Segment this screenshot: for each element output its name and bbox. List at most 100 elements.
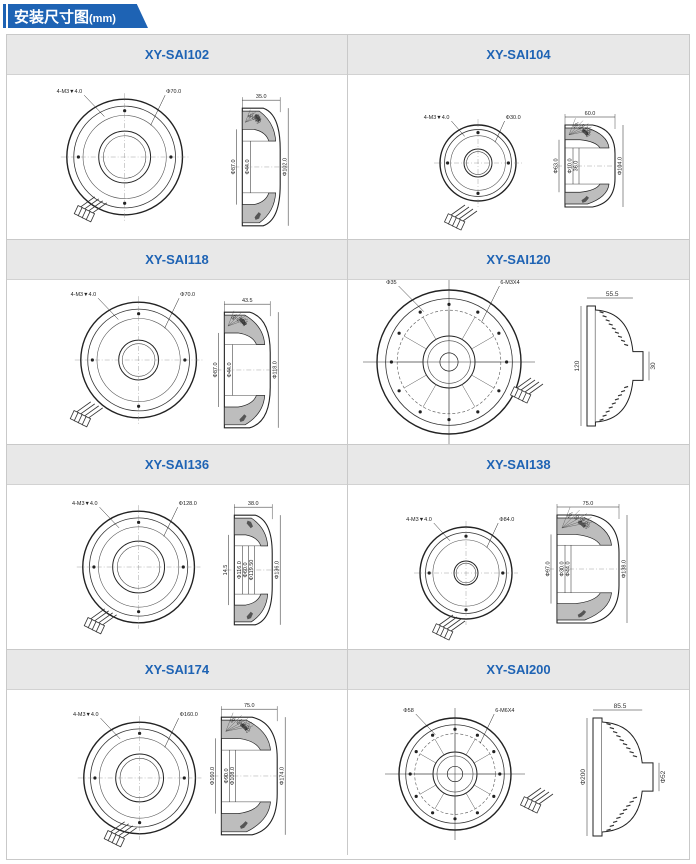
model-name: XY-SAI118 — [7, 240, 347, 280]
dimension-label: Φ160.0 — [210, 767, 216, 785]
callout-label: Φ128.0 — [179, 501, 197, 507]
mounting-hole — [414, 794, 418, 798]
angle-label: 30° — [255, 117, 264, 125]
dimension-label: Φ138.0 — [622, 560, 628, 578]
callout-label: Φ58 — [403, 708, 414, 714]
dimension-label: Φ136.0 — [275, 561, 281, 579]
dimension-label: 36.0 — [574, 161, 580, 172]
heading-banner — [8, 4, 148, 28]
callout-label: Φ35 — [386, 280, 397, 286]
dimension-label: 120 — [574, 360, 581, 371]
dimension-label: Φ10.0 — [568, 158, 574, 173]
angle-label: 30° — [584, 128, 593, 136]
callout-label: 4-M3▼4.0 — [57, 89, 82, 95]
model-name: XY-SAI200 — [348, 650, 689, 690]
angle-label: 60° — [236, 718, 245, 726]
front-view: 4-M3▼4.0 Φ70.0 — [57, 89, 189, 221]
mounting-hole — [183, 358, 187, 362]
section-heading: 安装尺寸图(mm) — [0, 0, 158, 32]
model-name: XY-SAI102 — [7, 35, 347, 75]
mounting-hole — [137, 404, 141, 408]
dimension-label: Φ174.0 — [280, 767, 286, 785]
dimension-label: Φ44.0 — [245, 159, 251, 174]
dimension-label: Φ87.0 — [213, 362, 219, 377]
dimension-label: Φ119.50 — [249, 560, 255, 581]
dimension-label: Φ108.0 — [230, 767, 236, 785]
angle-label: 90° — [572, 121, 581, 129]
unit-label: (mm) — [89, 13, 116, 25]
mounting-hole — [492, 750, 496, 754]
cable-connector — [509, 377, 544, 404]
cable-connector — [431, 614, 466, 641]
dimension-label: Φ102.0 — [283, 158, 289, 176]
dimension-label: Φ200 — [580, 769, 587, 785]
mounting-hole — [464, 608, 468, 612]
angle-label: 60° — [578, 123, 587, 131]
heading-accent-bar — [3, 4, 6, 28]
mounting-hole — [475, 811, 479, 815]
mounting-hole — [123, 109, 127, 113]
cable-connector — [443, 204, 478, 231]
mounting-hole — [431, 811, 435, 815]
dimension-label: 60.0 — [585, 111, 596, 117]
dimension-label: Φ87.0 — [231, 159, 237, 174]
front-view: Φ35 6-M3X4 — [363, 280, 535, 444]
mounting-hole — [414, 750, 418, 754]
mounting-hole — [169, 155, 173, 159]
callout-label: Φ160.0 — [180, 712, 198, 718]
mounting-hole — [397, 331, 401, 335]
dimension-label: Φ63.0 — [554, 158, 560, 173]
mounting-hole — [497, 389, 501, 393]
mounting-hole — [476, 191, 480, 195]
mounting-hole — [464, 534, 468, 538]
model-name: XY-SAI136 — [7, 445, 347, 485]
callout-label: Φ70.0 — [180, 292, 195, 298]
mounting-hole — [497, 331, 501, 335]
dimension-label: Φ90.0 — [224, 768, 230, 783]
mounting-hole — [397, 389, 401, 393]
mounting-hole — [476, 131, 480, 135]
mounting-hole — [492, 794, 496, 798]
angle-label: 30° — [243, 723, 252, 731]
dimension-label: Φ30.0 — [560, 561, 566, 576]
callout-label: 4-M3▼4.0 — [424, 115, 450, 121]
mounting-hole — [505, 360, 509, 364]
angle-label: 90° — [231, 313, 240, 321]
dimension-label: 35.0 — [256, 94, 267, 100]
dimension-label: Φ118.0 — [273, 361, 279, 379]
dimension-label: 30 — [650, 362, 657, 370]
section-title: 安装尺寸图(mm) — [14, 9, 116, 26]
dimension-label: Φ60.0 — [243, 562, 249, 577]
dimension-label: 85.5 — [614, 703, 627, 710]
mounting-hole — [501, 571, 505, 575]
cable-connector — [73, 196, 107, 223]
angle-label: 20° — [244, 726, 253, 734]
model-name: XY-SAI120 — [348, 240, 689, 280]
angle-label: 60° — [573, 513, 582, 521]
angle-label: 20° — [584, 130, 593, 138]
callout-label: Φ70.0 — [166, 89, 181, 95]
mounting-hole — [453, 727, 457, 731]
mounting-hole — [92, 565, 96, 569]
mounting-hole — [453, 817, 457, 821]
model-name: XY-SAI174 — [7, 650, 347, 690]
mounting-hole — [446, 161, 450, 165]
angle-label: 45° — [254, 115, 263, 123]
mounting-hole — [498, 772, 502, 776]
callout-label: 6-M3X4 — [500, 280, 519, 286]
